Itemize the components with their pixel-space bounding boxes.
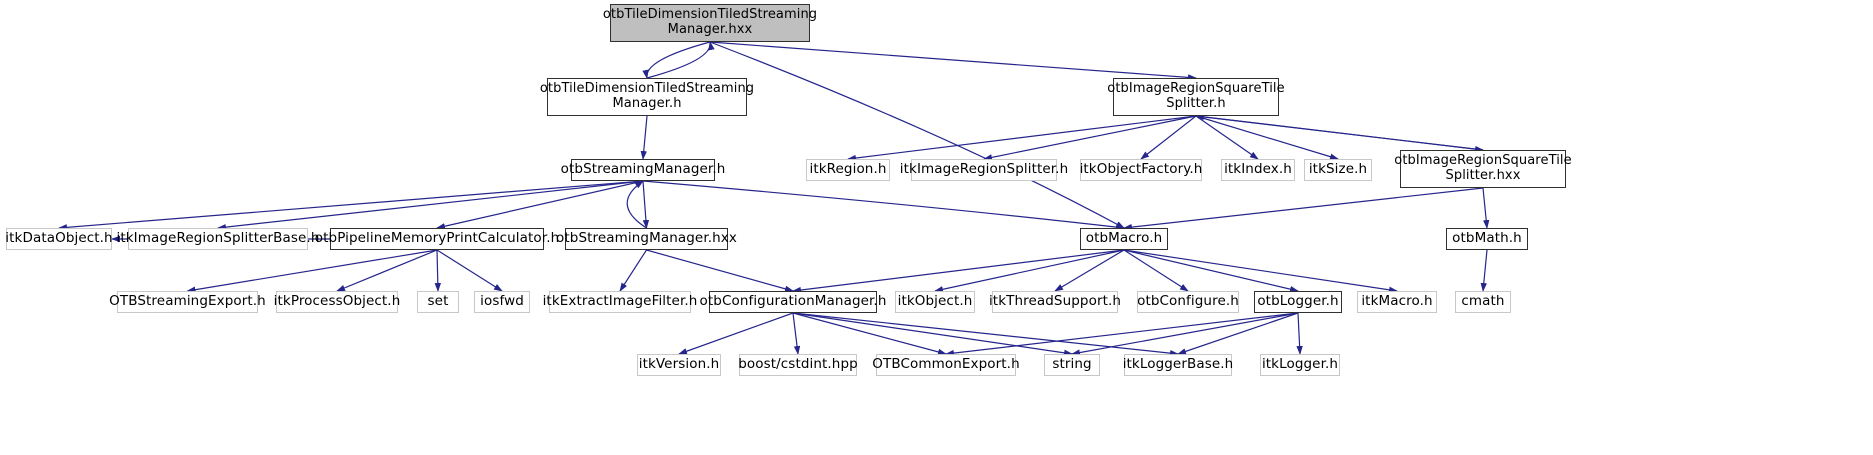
- graph-node-n13[interactable]: otbStreamingManager.hxx: [556, 228, 737, 250]
- graph-node-n2[interactable]: otbImageRegionSquareTile Splitter.h: [1107, 78, 1285, 116]
- graph-edge-n9-n14: [1123, 187, 1484, 231]
- graph-node-n31[interactable]: string: [1044, 354, 1100, 376]
- graph-edge-n0-n2: [709, 41, 1197, 81]
- graph-edge-n1-n3: [640, 115, 648, 160]
- graph-node-n26[interactable]: itkMacro.h: [1357, 291, 1437, 313]
- graph-edge-n25-n30: [945, 312, 1299, 357]
- graph-node-n23[interactable]: itkThreadSupport.h: [989, 291, 1121, 313]
- graph-edge-n21-n32: [792, 312, 1179, 357]
- graph-edge-n2-n6: [1140, 115, 1197, 160]
- graph-node-n22[interactable]: itkObject.h: [895, 291, 975, 313]
- graph-node-n15[interactable]: otbMath.h: [1446, 228, 1528, 250]
- graph-edge-n3-n11: [217, 180, 644, 231]
- graph-edge-n14-n26: [1123, 249, 1398, 293]
- graph-edge-n12-n17: [336, 249, 438, 292]
- graph-edge-n9-n2: [1195, 113, 1484, 151]
- graph-node-n9[interactable]: otbImageRegionSquareTile Splitter.hxx: [1394, 150, 1572, 188]
- graph-edge-n21-n30: [792, 312, 947, 356]
- graph-edge-n2-n8: [1195, 115, 1339, 160]
- graph-node-n1[interactable]: otbTileDimensionTiledStreaming Manager.h: [540, 78, 754, 116]
- graph-edge-n1-n0: [646, 41, 715, 79]
- graph-edge-n2-n9: [1195, 115, 1484, 153]
- graph-edge-n21-n28: [678, 312, 794, 355]
- graph-node-n28[interactable]: itkVersion.h: [637, 354, 721, 376]
- graph-edge-n14-n23: [1054, 249, 1125, 292]
- graph-edge-n13-n20: [619, 249, 648, 292]
- graph-node-n8[interactable]: itkSize.h: [1304, 159, 1372, 181]
- graph-edge-n2-n4: [847, 115, 1197, 162]
- graph-edge-n21-n29: [792, 312, 801, 355]
- graph-edge-n15-n27: [1480, 249, 1488, 292]
- graph-node-n10[interactable]: itkDataObject.h: [5, 228, 113, 250]
- graph-node-n11[interactable]: itkImageRegionSplitterBase.h: [117, 228, 319, 250]
- graph-node-n19[interactable]: iosfwd: [474, 291, 530, 313]
- graph-edge-n25-n31: [1071, 312, 1299, 356]
- graph-edge-n14-n21: [792, 249, 1125, 294]
- graph-edge-n3-n10: [58, 180, 644, 231]
- graph-node-n32[interactable]: itkLoggerBase.h: [1123, 354, 1233, 376]
- graph-edge-n9-n15: [1482, 187, 1490, 229]
- graph-node-n5[interactable]: itkImageRegionSplitter.h: [900, 159, 1068, 181]
- graph-node-n17[interactable]: itkProcessObject.h: [274, 291, 400, 313]
- graph-edge-n3-n12: [436, 180, 644, 230]
- graph-node-n4[interactable]: itkRegion.h: [806, 159, 890, 181]
- graph-edge-n2-n5: [983, 115, 1197, 161]
- graph-edge-n25-n33: [1296, 312, 1303, 355]
- graph-node-n24[interactable]: otbConfigure.h: [1137, 291, 1239, 313]
- graph-edge-n12-n19: [436, 249, 503, 292]
- graph-edge-n3-n13: [642, 180, 650, 229]
- graph-edge-n13-n21: [646, 249, 794, 292]
- graph-edge-n25-n32: [1177, 312, 1299, 355]
- graph-edge-n14-n25: [1123, 249, 1299, 293]
- graph-node-n18[interactable]: set: [417, 291, 459, 313]
- graph-edge-n14-n24: [1123, 249, 1189, 292]
- graph-node-n33[interactable]: itkLogger.h: [1260, 354, 1340, 376]
- graph-edge-n13-n3: [626, 180, 647, 229]
- graph-edge-n12-n18: [434, 249, 442, 292]
- graph-node-n16[interactable]: OTBStreamingExport.h: [109, 291, 266, 313]
- graph-edge-n12-n16: [186, 249, 438, 293]
- graph-edge-n0-n14: [709, 41, 1125, 229]
- graph-node-n12[interactable]: otbPipelineMemoryPrintCalculator.h: [315, 228, 559, 250]
- graph-node-n21[interactable]: otbConfigurationManager.h: [700, 291, 886, 313]
- graph-node-n27[interactable]: cmath: [1455, 291, 1511, 313]
- graph-edge-n0-n1: [642, 41, 711, 79]
- graph-edge-n21-n31: [792, 312, 1073, 357]
- graph-node-n6[interactable]: itkObjectFactory.h: [1080, 159, 1202, 181]
- graph-node-n30[interactable]: OTBCommonExport.h: [872, 354, 1020, 376]
- graph-node-n7[interactable]: itkIndex.h: [1221, 159, 1295, 181]
- graph-node-n14[interactable]: otbMacro.h: [1080, 228, 1168, 250]
- graph-node-n29[interactable]: boost/cstdint.hpp: [738, 354, 858, 376]
- graph-edge-n14-n22: [934, 249, 1125, 293]
- graph-node-n20[interactable]: itkExtractImageFilter.h: [543, 291, 697, 313]
- graph-node-n25[interactable]: otbLogger.h: [1254, 291, 1342, 313]
- graph-node-n0[interactable]: otbTileDimensionTiledStreaming Manager.h…: [603, 4, 817, 42]
- graph-edge-n2-n7: [1195, 115, 1259, 160]
- graph-edge-n3-n14: [642, 180, 1125, 231]
- graph-node-n3[interactable]: otbStreamingManager.h: [561, 159, 725, 181]
